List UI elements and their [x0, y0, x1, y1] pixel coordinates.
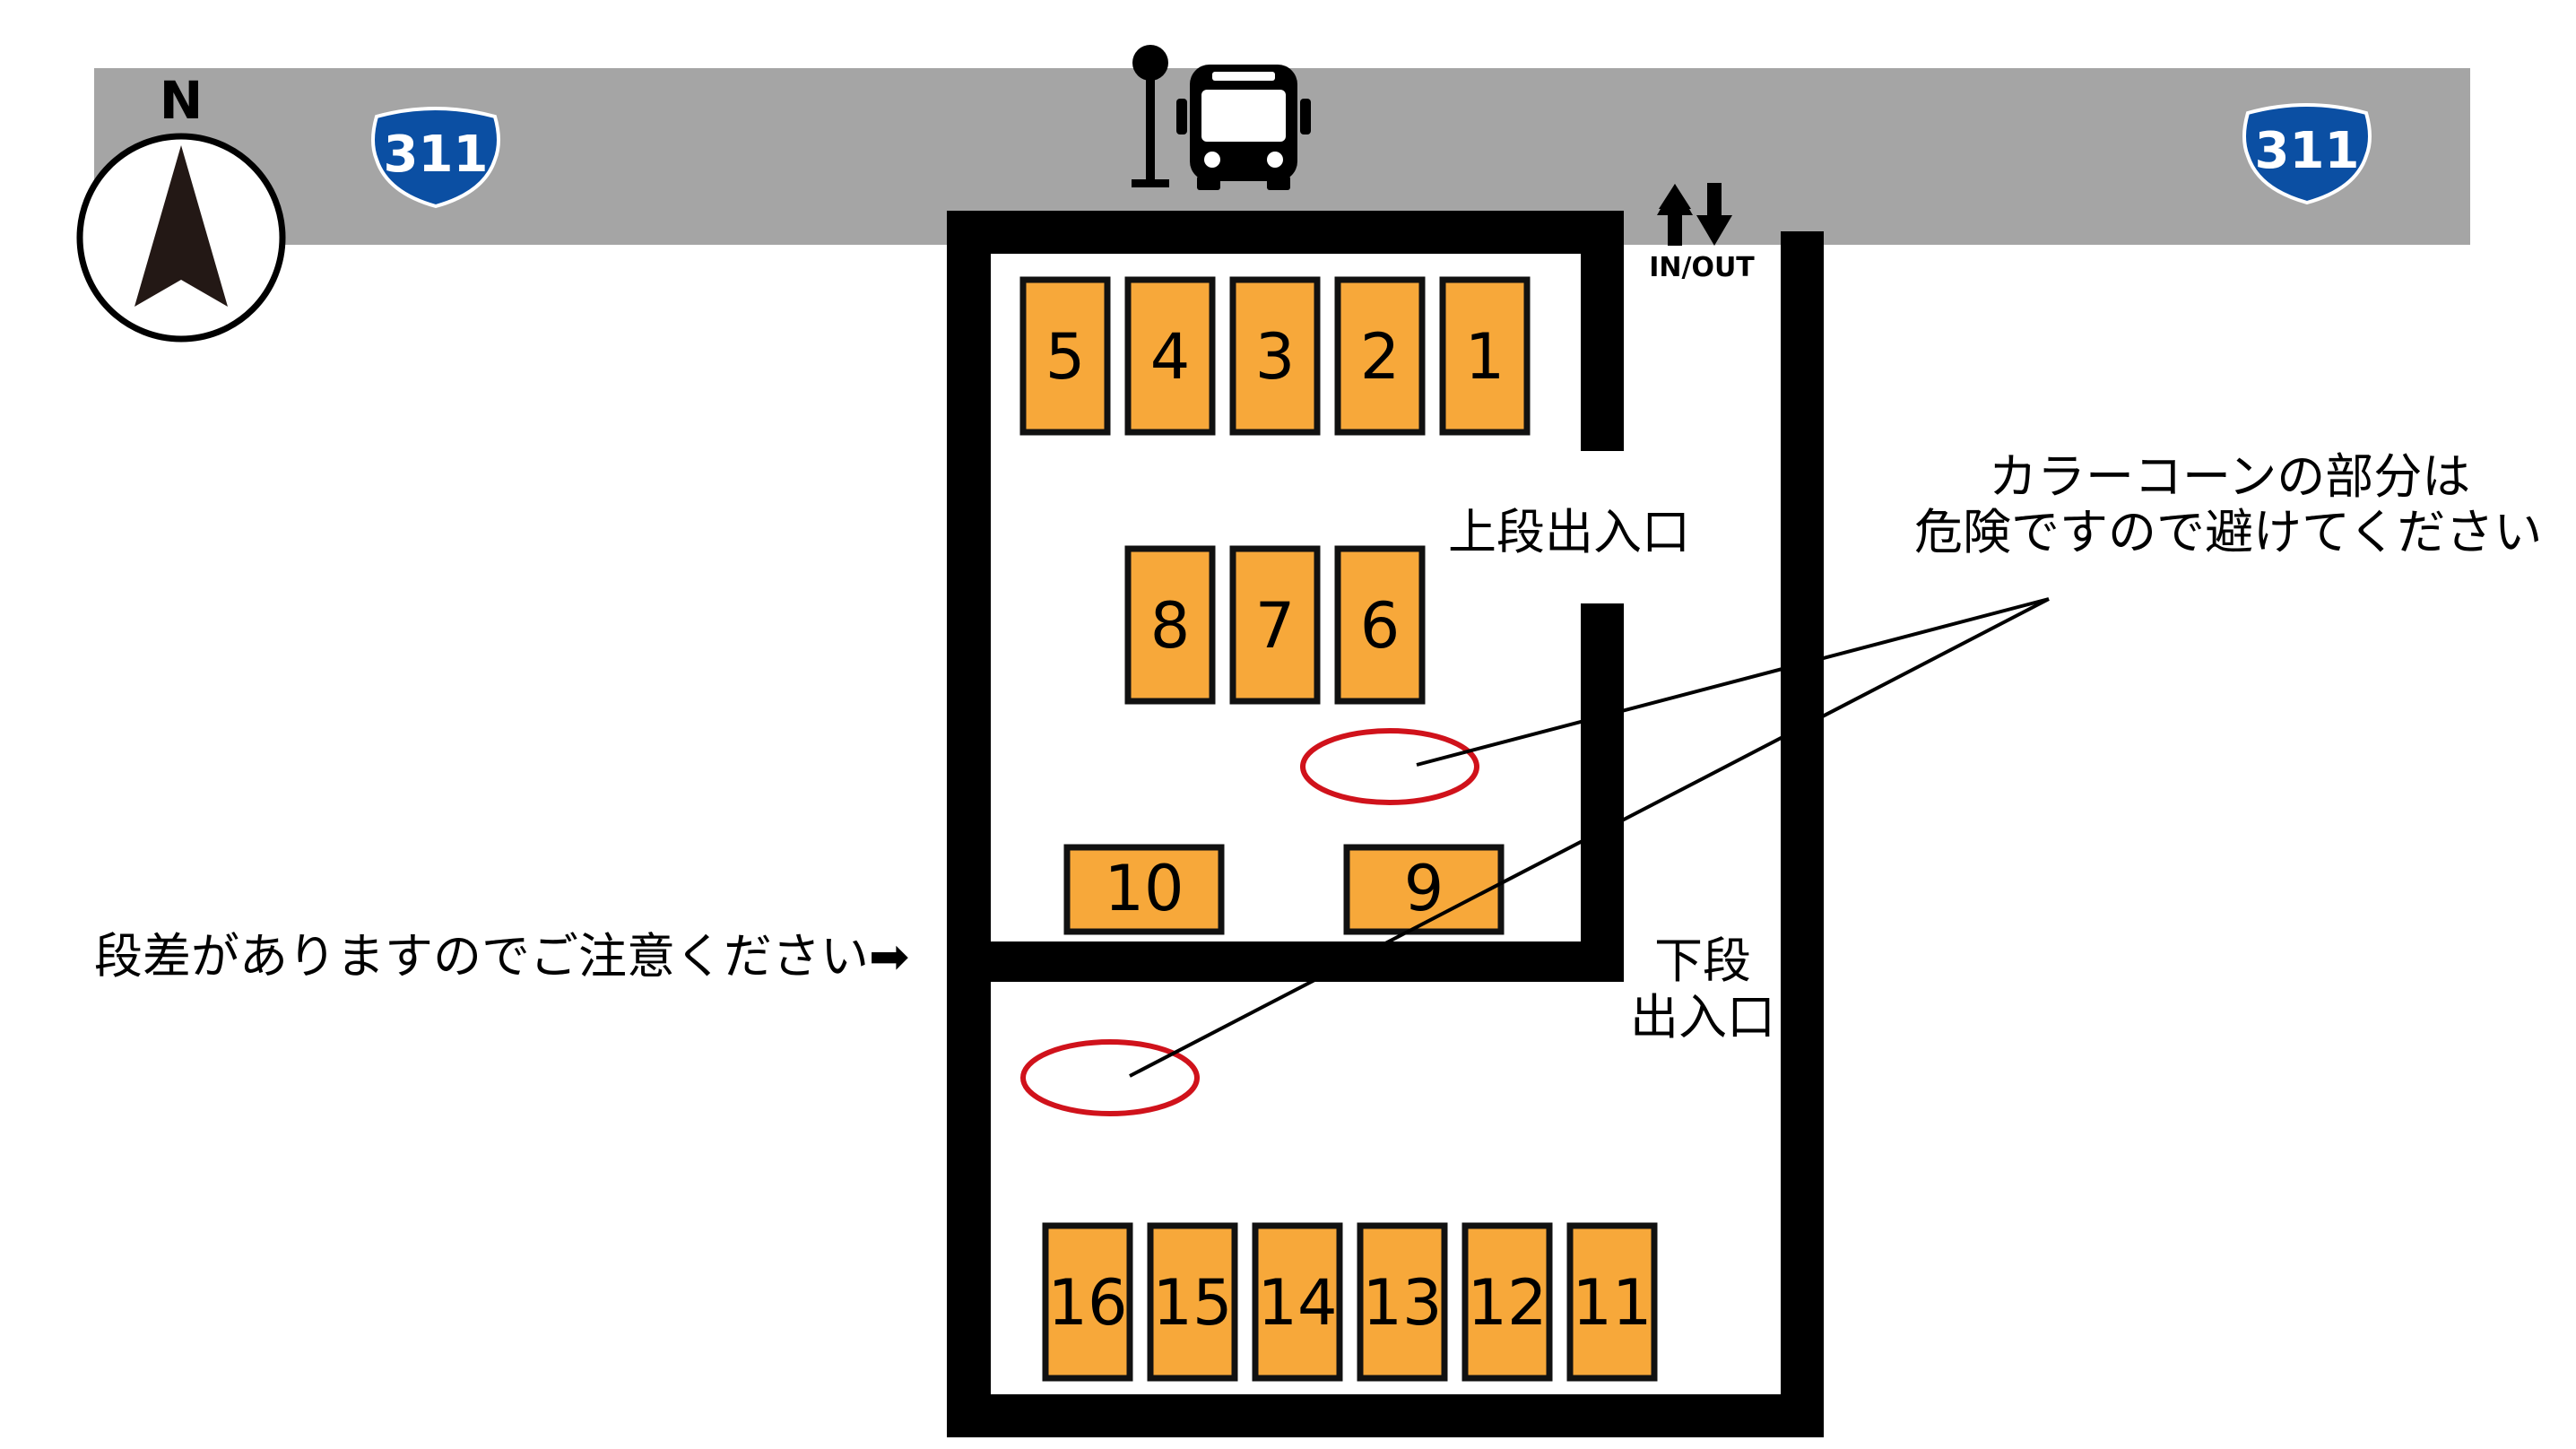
- parking-spot-4: 4: [1124, 276, 1216, 436]
- outer-wall-left: [947, 211, 991, 1437]
- lower-entrance-label-line1: 下段: [1654, 933, 1751, 989]
- callout-line-upper: [1416, 597, 2050, 767]
- cone-warning-line2: 危険ですので避けてください: [1914, 504, 2542, 560]
- spot-number-10: 10: [1104, 852, 1184, 925]
- parking-spot-3: 3: [1229, 276, 1321, 436]
- parking-spot-16: 16: [1042, 1222, 1133, 1382]
- outer-wall-top: [947, 211, 1624, 254]
- compass-needle-icon: [134, 145, 228, 307]
- parking-spot-5: 5: [1019, 276, 1111, 436]
- route-shield-left-icon: [371, 107, 500, 209]
- route-shield-right-icon: [2242, 103, 2372, 205]
- parking-spot-1: 1: [1439, 276, 1531, 436]
- route-shield-right: 311: [2242, 103, 2372, 205]
- spot-number-16: 16: [1047, 1266, 1127, 1340]
- spot-number-13: 13: [1362, 1266, 1442, 1340]
- spot-number-9: 9: [1404, 852, 1444, 925]
- upper-entrance-label: 上段出入口: [1448, 504, 1690, 560]
- upper-entrance-wall-top: [1581, 211, 1624, 451]
- parking-spot-13: 13: [1357, 1222, 1448, 1382]
- spot-number-14: 14: [1257, 1266, 1337, 1340]
- spot-number-11: 11: [1572, 1266, 1652, 1340]
- in-out-arrows-icon: [1657, 183, 1732, 246]
- spot-number-8: 8: [1150, 589, 1191, 663]
- parking-spot-10: 10: [1063, 844, 1225, 935]
- outer-wall-right: [1781, 231, 1824, 1437]
- parking-spot-8: 8: [1124, 545, 1216, 705]
- parking-spot-7: 7: [1229, 545, 1321, 705]
- compass-label: N: [160, 70, 204, 131]
- parking-spot-9: 9: [1343, 844, 1505, 935]
- spot-number-4: 4: [1150, 320, 1191, 394]
- parking-lot-walls: [947, 211, 1824, 1437]
- parking-spot-14: 14: [1252, 1222, 1343, 1382]
- parking-spot-11: 11: [1566, 1222, 1658, 1382]
- spot-number-1: 1: [1465, 320, 1505, 394]
- route-shield-left: 311: [371, 107, 500, 209]
- spot-number-15: 15: [1152, 1266, 1232, 1340]
- parking-spot-12: 12: [1461, 1222, 1553, 1382]
- bus-stop-sign-icon: [1132, 45, 1169, 187]
- cone-warning-line1: カラーコーンの部分は: [1989, 448, 2470, 505]
- compass: N: [76, 70, 286, 343]
- bus-icon: [1176, 65, 1311, 190]
- cone-marker-upper: [1300, 728, 1479, 805]
- lower-entrance-label-line2: 出入口: [1630, 989, 1775, 1046]
- spot-number-3: 3: [1255, 320, 1296, 394]
- spot-number-5: 5: [1045, 320, 1086, 394]
- level-divider-wall: [947, 941, 1624, 982]
- spot-number-7: 7: [1255, 589, 1296, 663]
- route-shield-right-number: 311: [2255, 122, 2360, 180]
- parking-spot-15: 15: [1147, 1222, 1238, 1382]
- upper-entrance-wall-bottom: [1581, 603, 1624, 982]
- parking-spot-6: 6: [1334, 545, 1426, 705]
- spot-number-12: 12: [1467, 1266, 1547, 1340]
- cone-marker-lower: [1020, 1039, 1200, 1116]
- route-shield-left-number: 311: [384, 126, 489, 184]
- callout-line-lower: [1129, 597, 2050, 1078]
- spot-number-2: 2: [1360, 320, 1401, 394]
- in-out-label: IN/OUT: [1649, 252, 1755, 283]
- spot-number-6: 6: [1360, 589, 1401, 663]
- outer-wall-bottom: [947, 1394, 1824, 1437]
- step-warning-label: 段差がありますのでご注意ください➡: [94, 928, 909, 985]
- parking-spot-2: 2: [1334, 276, 1426, 436]
